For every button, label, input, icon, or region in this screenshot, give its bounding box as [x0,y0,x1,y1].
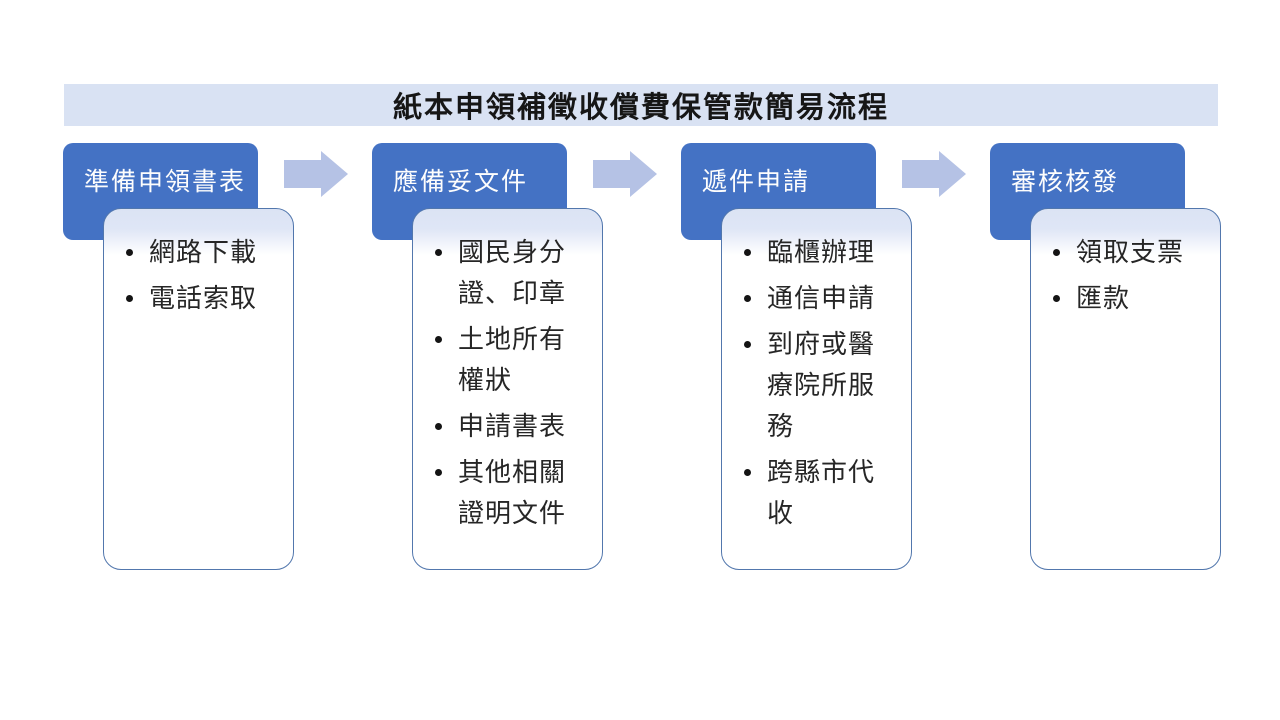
list-item: 通信申請 [742,278,911,319]
list-item: 網路下載 [124,232,293,273]
flow-step-submit-application: 遞件申請 臨櫃辦理 通信申請 到府或醫療院所服務 跨縣市代收 [681,143,991,573]
list-item: 土地所有權狀 [433,319,602,401]
step-2-card: 國民身分證、印章 土地所有權狀 申請書表 其他相關證明文件 [412,208,603,570]
list-item-text: 電話索取 [149,283,258,313]
step-4-header: 審核核發 [990,143,1185,240]
flow-step-review-and-issue: 審核核發 領取支票 匯款 [990,143,1280,573]
list-item: 臨櫃辦理 [742,232,911,273]
list-item-text: 網路下載 [149,237,258,267]
list-item-text: 通信申請 [767,283,876,313]
bullet-icon [126,249,133,256]
list-item-text: 其他相關證明文件 [458,457,567,528]
bullet-icon [126,295,133,302]
bullet-icon [1053,249,1060,256]
step-2-list: 國民身分證、印章 土地所有權狀 申請書表 其他相關證明文件 [413,209,602,534]
page-title: 紙本申領補徵收償費保管款簡易流程 [392,92,889,124]
list-item: 電話索取 [124,278,293,319]
step-3-list: 臨櫃辦理 通信申請 到府或醫療院所服務 跨縣市代收 [722,209,911,534]
list-item: 國民身分證、印章 [433,232,602,314]
bullet-icon [435,336,442,343]
list-item-text: 臨櫃辦理 [767,237,876,267]
list-item: 申請書表 [433,406,602,447]
list-item-text: 領取支票 [1076,237,1185,267]
step-3-card: 臨櫃辦理 通信申請 到府或醫療院所服務 跨縣市代收 [721,208,912,570]
flow-arrow-icon [593,151,657,197]
list-item: 匯款 [1051,278,1220,319]
list-item: 領取支票 [1051,232,1220,273]
list-item: 其他相關證明文件 [433,452,602,534]
bullet-icon [744,341,751,348]
list-item-text: 土地所有權狀 [458,324,567,395]
list-item-text: 國民身分證、印章 [458,237,567,308]
title-banner: 紙本申領補徵收償費保管款簡易流程 [64,84,1218,126]
bullet-icon [435,469,442,476]
step-4-card: 領取支票 匯款 [1030,208,1221,570]
list-item: 到府或醫療院所服務 [742,324,911,447]
step-4-list: 領取支票 匯款 [1031,209,1220,319]
list-item-text: 申請書表 [458,411,567,441]
flow-arrow-icon [902,151,966,197]
bullet-icon [744,469,751,476]
list-item: 跨縣市代收 [742,452,911,534]
list-item-text: 到府或醫療院所服務 [767,329,876,441]
bullet-icon [435,249,442,256]
flow-step-required-documents: 應備妥文件 國民身分證、印章 土地所有權狀 申請書表 其他相關證明文件 [372,143,682,573]
bullet-icon [435,423,442,430]
list-item-text: 匯款 [1076,283,1131,313]
bullet-icon [1053,295,1060,302]
step-1-card: 網路下載 電話索取 [103,208,294,570]
flow-arrow-icon [284,151,348,197]
step-1-list: 網路下載 電話索取 [104,209,293,319]
list-item-text: 跨縣市代收 [767,457,876,528]
bullet-icon [744,249,751,256]
bullet-icon [744,295,751,302]
flow-step-prepare-forms: 準備申領書表 網路下載 電話索取 [63,143,373,573]
